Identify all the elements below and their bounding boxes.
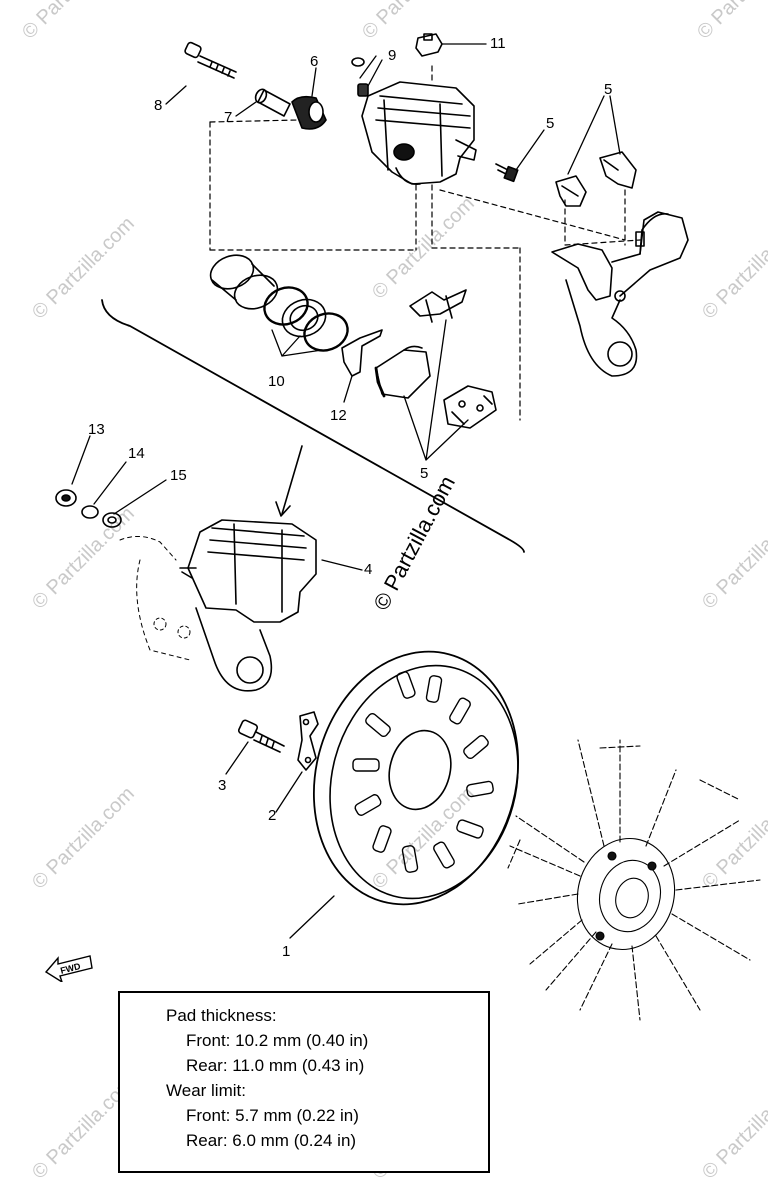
part-2-lock-plate	[297, 711, 319, 771]
callout-labels: 8 7 6 9 11 5 5 10 12 5 13 14 15 4 3 2 1	[88, 35, 612, 960]
label-14: 14	[128, 445, 145, 462]
pad-thickness-front: Front: 10.2 mm (0.40 in)	[186, 1031, 369, 1050]
part-10-seals	[263, 286, 349, 352]
wear-limit-rear: Rear: 6.0 mm (0.24 in)	[186, 1131, 357, 1150]
pad-thickness-rear: Rear: 11.0 mm (0.43 in)	[186, 1056, 365, 1075]
watermark: © Partzilla.com	[18, 0, 129, 44]
watermark: © Partzilla.com	[368, 783, 479, 894]
part-8-bolt	[184, 41, 237, 79]
upper-caliper-bracket	[551, 211, 689, 377]
label-5-pin: 5	[546, 115, 554, 132]
part-15-washer	[102, 512, 122, 528]
assembly-arrow	[275, 445, 303, 517]
watermark: © Partzilla.com	[28, 213, 139, 324]
part-13-nut	[55, 489, 77, 507]
part-5-anti-rattle-spring	[409, 289, 467, 323]
label-5-springs: 5	[604, 81, 612, 98]
wheel-hub	[507, 739, 761, 1021]
upper-caliper-body	[361, 81, 477, 185]
label-1: 1	[282, 943, 290, 960]
pad-specification-box: Pad thickness: Front: 10.2 mm (0.40 in) …	[118, 991, 490, 1173]
wear-limit-title: Wear limit:	[166, 1081, 246, 1100]
part-3-disc-bolt	[237, 719, 285, 753]
label-11: 11	[490, 35, 506, 52]
exploded-view-bracket	[101, 299, 525, 553]
part-7-sleeve	[254, 88, 291, 117]
label-13: 13	[88, 421, 105, 438]
watermark: © Partzilla.com	[698, 1073, 768, 1184]
label-9: 9	[388, 47, 396, 64]
part-5-pin	[495, 163, 519, 183]
watermark: © Partzilla.com	[698, 213, 768, 324]
watermark: © Partzilla.com	[698, 503, 768, 614]
watermark: © Partzilla.com	[28, 783, 139, 894]
watermark: © Partzilla.com	[358, 0, 469, 44]
copyright-notice: © Partzilla.com	[368, 472, 460, 615]
part-9-bleeder	[351, 57, 369, 97]
label-5-pads: 5	[420, 465, 428, 482]
watermark: © Partzilla.com	[28, 503, 139, 614]
lower-caliper-assembly	[119, 519, 317, 692]
piston	[209, 254, 279, 310]
wear-limit-front: Front: 5.7 mm (0.22 in)	[186, 1106, 359, 1125]
pad-thickness-title: Pad thickness:	[166, 1006, 277, 1025]
part-5-brake-pads	[374, 345, 497, 429]
callout-leaders	[71, 43, 621, 939]
label-7: 7	[224, 109, 232, 126]
label-2: 2	[268, 807, 276, 824]
fwd-label: FWD	[59, 961, 82, 976]
label-8: 8	[154, 97, 162, 114]
label-10: 10	[268, 373, 285, 390]
watermark: © Partzilla.com	[698, 783, 768, 894]
label-4: 4	[364, 561, 372, 578]
part-11-clip	[415, 33, 443, 57]
watermark: © Partzilla.com	[693, 0, 768, 44]
label-12: 12	[330, 407, 347, 424]
label-6: 6	[310, 53, 318, 70]
label-3: 3	[218, 777, 226, 794]
label-15: 15	[170, 467, 187, 484]
part-14-washer	[81, 505, 99, 519]
part-6-bushing	[291, 95, 327, 130]
exploded-view-frame	[209, 61, 641, 421]
part-5-pad-springs	[555, 151, 637, 207]
part-12-shim	[341, 329, 383, 377]
forward-arrow-icon: FWD	[44, 955, 93, 982]
part-1-brake-disc	[312, 650, 520, 906]
